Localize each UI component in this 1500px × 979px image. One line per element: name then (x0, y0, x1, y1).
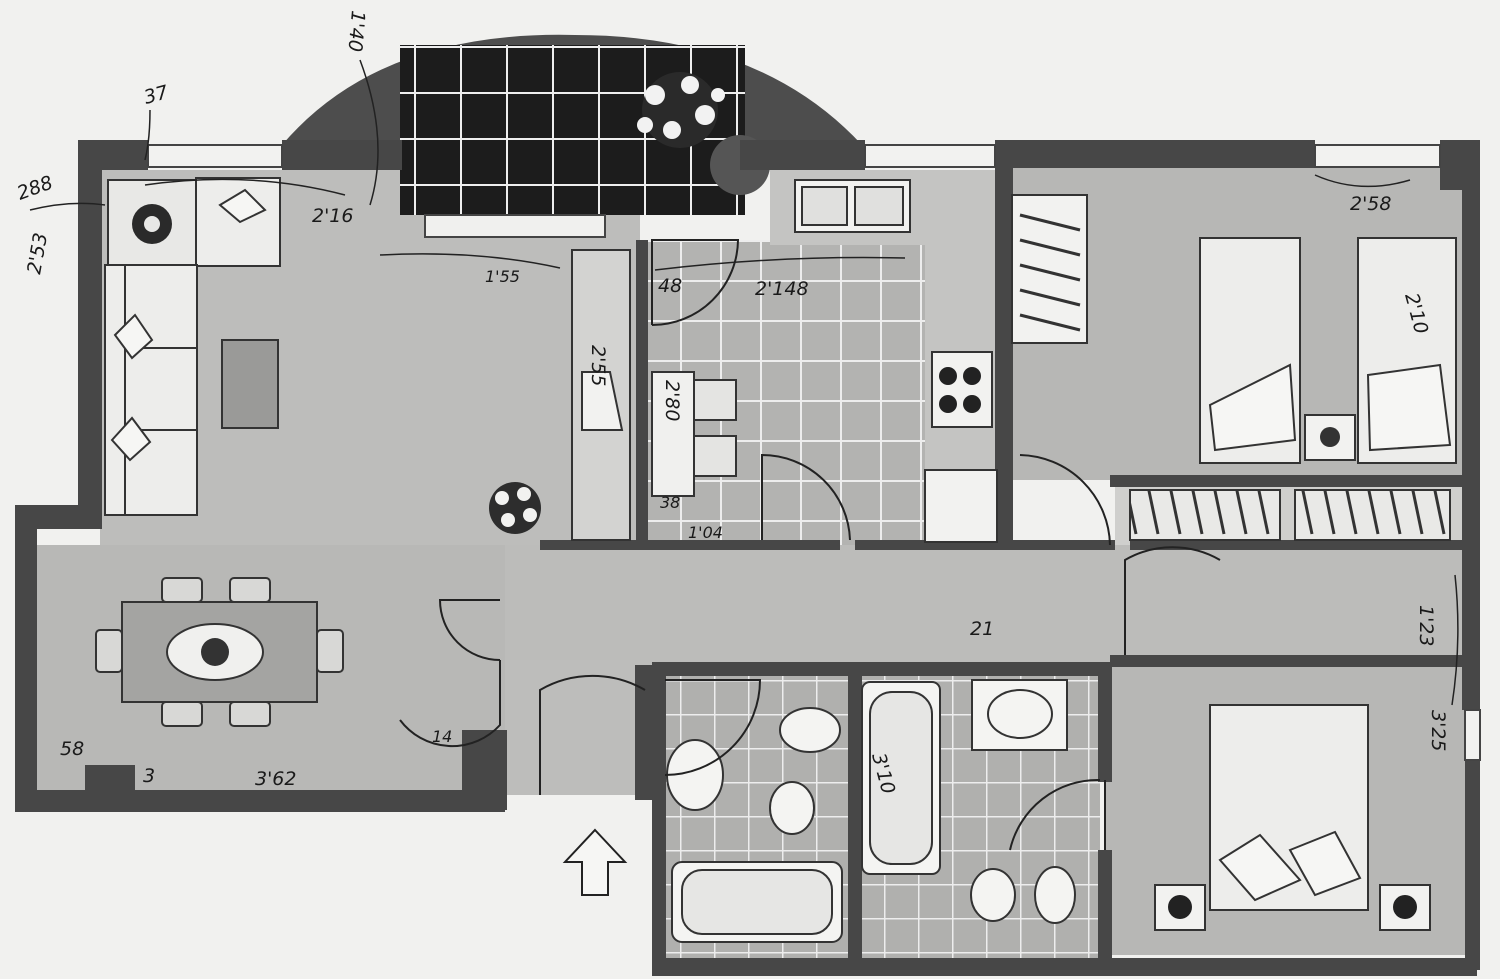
dim-253: 2'53 (23, 231, 52, 276)
terrace-door-sill (424, 214, 606, 238)
door-entrance (539, 675, 646, 795)
door-kitchen (761, 453, 851, 541)
wall-hall-top (540, 540, 840, 550)
dim-21: 21 (970, 618, 994, 640)
wall-kitchen-right (995, 140, 1013, 545)
dim-216: 2'16 (312, 205, 354, 227)
wall-right (1462, 140, 1480, 710)
wall-hall-top-right (855, 540, 1115, 550)
dim-58: 58 (60, 738, 84, 760)
wall-top-kitchen (770, 140, 865, 170)
terrace-plant-icon (637, 72, 725, 148)
living-room-furniture (104, 177, 631, 541)
wall-bath-right-low (1098, 850, 1112, 970)
windows (147, 144, 1481, 761)
washbasin-two-icon (987, 689, 1053, 739)
wall-bottom-left (15, 790, 505, 812)
sofa (104, 264, 198, 516)
wall-bath-mid (848, 662, 862, 972)
dim-258: 2'58 (1350, 193, 1392, 215)
bedroom-double-furniture (1154, 704, 1431, 931)
bidet-two-icon (1034, 866, 1076, 924)
dim-255: 2'55 (587, 345, 609, 387)
wardrobe-right (1294, 489, 1451, 541)
wall-living-kitchen (636, 240, 648, 545)
wall-bedroom-hall (1110, 655, 1465, 667)
door-bedroom-twin (1019, 454, 1111, 546)
wardrobes (1129, 489, 1451, 541)
dim-362: 3'62 (255, 768, 297, 790)
cushion-icon (218, 188, 267, 224)
window-kitchen (864, 144, 996, 168)
kitchen-table (651, 371, 695, 497)
wall-bath-right (1098, 662, 1112, 782)
dim-48: 48 (658, 275, 682, 297)
dining-furniture (95, 577, 344, 727)
wall-right-lower (1465, 760, 1480, 970)
hallway-floor (505, 545, 1465, 665)
dim-14: 14 (432, 727, 452, 746)
door-kitchen-terrace (651, 239, 740, 326)
wall-top-terrace (282, 140, 402, 170)
toilet-icon (769, 781, 815, 835)
wardrobe-left (1129, 489, 1281, 541)
dim-288: 288 (14, 172, 56, 205)
entrance-arrow-icon (562, 828, 628, 896)
walls (15, 140, 1480, 976)
wardrobe-hanging (1011, 194, 1088, 344)
wall-top-terrace-right (740, 140, 770, 170)
window-living (147, 144, 283, 168)
dim-123: 1'23 (1415, 605, 1437, 647)
wall-bath-left (652, 662, 666, 972)
dimension-labels: 37 288 2'16 1'55 2'55 2'148 48 2'80 38 1… (14, 10, 1449, 797)
wall-wardrobe (1110, 475, 1465, 487)
dim-325: 3'25 (1427, 710, 1449, 752)
door-bath-two (1009, 778, 1101, 851)
bidet-icon (779, 707, 841, 753)
window-bedroom-right (1464, 709, 1481, 761)
dim-38: 38 (660, 493, 680, 512)
kitchen-fixtures (651, 179, 998, 543)
wall-left-upper (78, 140, 102, 520)
dim-3: 3 (143, 765, 155, 787)
wall-bottom-column (85, 765, 135, 810)
wall-top-bedroom (995, 140, 1315, 168)
tv-icon (581, 371, 624, 431)
wall-bath-top (652, 662, 1112, 676)
wall-bottom-bath (652, 958, 1477, 976)
door-bedroom-double (1124, 546, 1221, 655)
bathroom-two-fixtures (861, 679, 1076, 924)
coffee-table (221, 339, 279, 429)
door-bath-one (664, 679, 762, 776)
wall-hall-top-far (1130, 540, 1465, 550)
dim-104: 1'04 (688, 523, 723, 542)
door-dining-hall (399, 660, 501, 748)
wall-bottom-shaft (462, 730, 507, 810)
door-living-hall (438, 599, 501, 661)
fridge (924, 469, 998, 543)
terrace (282, 34, 862, 238)
armchair (195, 177, 281, 267)
hand-dimension-lines (29, 59, 1459, 706)
stove-icon (931, 351, 993, 428)
dim-140: 1'40 (343, 10, 369, 53)
dim-37: 37 (142, 81, 171, 109)
entrance-floor (505, 660, 655, 795)
dim-2148: 2'148 (755, 278, 809, 300)
dining-chairs (95, 577, 344, 727)
toilet-two-icon (970, 868, 1016, 922)
bedroom-twin-furniture (1011, 194, 1457, 464)
indoor-plant-icon (489, 482, 541, 534)
doors (399, 239, 1221, 851)
dim-280: 2'80 (661, 380, 683, 422)
window-bedroom (1314, 144, 1441, 168)
wall-left-lower (15, 505, 37, 810)
dim-155: 1'55 (485, 267, 520, 286)
bathroom-one-fixtures (666, 707, 843, 943)
